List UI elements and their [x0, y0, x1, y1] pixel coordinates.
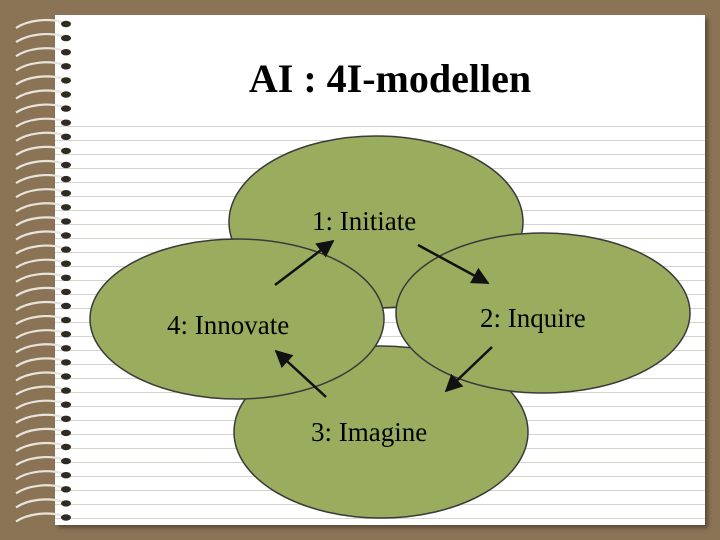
binding-hole	[61, 77, 71, 84]
binding-ring	[15, 131, 63, 142]
binding-ring	[15, 230, 63, 241]
binding-hole	[61, 133, 71, 140]
binding-ring	[15, 286, 63, 297]
binding-ring	[15, 498, 63, 509]
binding-ring	[15, 61, 63, 72]
binding-ring	[15, 470, 63, 481]
binding-ring	[15, 413, 63, 424]
binding-hole	[61, 246, 71, 253]
binding-hole	[61, 218, 71, 225]
stage-label-innovate: 4: Innovate	[167, 310, 290, 340]
binding-hole	[61, 486, 71, 493]
binding-hole	[61, 20, 71, 28]
binding-ring	[15, 89, 63, 100]
binding-hole	[61, 91, 71, 98]
binding-hole	[61, 190, 71, 197]
binding-ring	[15, 315, 63, 326]
binding-hole	[61, 373, 71, 380]
binding-hole	[61, 49, 71, 56]
binding-ring	[15, 357, 63, 368]
binding-hole	[61, 331, 71, 338]
binding-hole	[61, 232, 71, 239]
binding-ring	[15, 427, 63, 438]
binding-hole	[61, 147, 71, 155]
stage-label-imagine: 3: Imagine	[311, 417, 428, 447]
slide-title: AI : 4I-modellen	[248, 56, 532, 101]
stage-ellipse-innovate	[89, 238, 385, 400]
binding-hole	[61, 204, 71, 211]
binding-hole	[61, 119, 71, 126]
binding-ring	[15, 159, 63, 170]
arrow-imagine-to-innovate	[274, 349, 327, 398]
spiral-binding	[15, 18, 71, 523]
binding-ring	[15, 456, 63, 467]
arrow-inquire-to-imagine	[444, 346, 493, 393]
binding-ring	[15, 343, 63, 354]
binding-ring	[15, 145, 63, 156]
binding-hole	[61, 63, 71, 70]
arrow-initiate-to-inquire	[417, 243, 490, 285]
binding-ring	[15, 75, 63, 86]
binding-hole	[61, 345, 71, 352]
binding-ring	[15, 512, 63, 523]
binding-ring	[15, 216, 63, 227]
binding-hole	[61, 401, 71, 408]
binding-hole	[61, 260, 71, 267]
binding-ring	[15, 441, 63, 452]
binding-ring	[15, 47, 63, 58]
binding-ring	[15, 244, 63, 255]
arrow-innovate-to-initiate	[274, 239, 335, 286]
binding-hole	[61, 443, 71, 451]
binding-hole	[61, 472, 71, 479]
binding-hole	[61, 429, 71, 437]
binding-ring	[15, 300, 63, 311]
binding-hole	[61, 387, 71, 394]
binding-ring	[15, 385, 63, 396]
binding-hole	[61, 302, 71, 310]
binding-ring	[15, 258, 63, 269]
page-header-area	[55, 15, 705, 120]
binding-hole	[61, 316, 71, 324]
binding-ring	[15, 202, 63, 213]
stage-label-inquire: 2: Inquire	[480, 303, 586, 333]
binding-hole	[61, 34, 71, 42]
binding-hole	[61, 288, 71, 296]
binding-ring	[15, 117, 63, 128]
binding-hole	[61, 161, 71, 169]
binding-ring	[15, 103, 63, 114]
stage-label-initiate: 1: Initiate	[312, 206, 417, 236]
binding-ring	[15, 18, 63, 29]
binding-ring	[15, 484, 63, 495]
binding-hole	[61, 105, 71, 112]
binding-ring	[15, 188, 63, 199]
binding-ring	[15, 174, 63, 185]
binding-ring	[15, 329, 63, 340]
binding-ring	[15, 33, 63, 44]
binding-hole	[61, 274, 71, 281]
binding-ring	[15, 371, 63, 382]
binding-hole	[61, 514, 71, 521]
binding-hole	[61, 457, 71, 465]
binding-hole	[61, 175, 71, 183]
binding-hole	[61, 500, 71, 507]
binding-hole	[61, 415, 71, 422]
binding-hole	[61, 359, 71, 366]
binding-ring	[15, 399, 63, 410]
binding-ring	[15, 272, 63, 283]
